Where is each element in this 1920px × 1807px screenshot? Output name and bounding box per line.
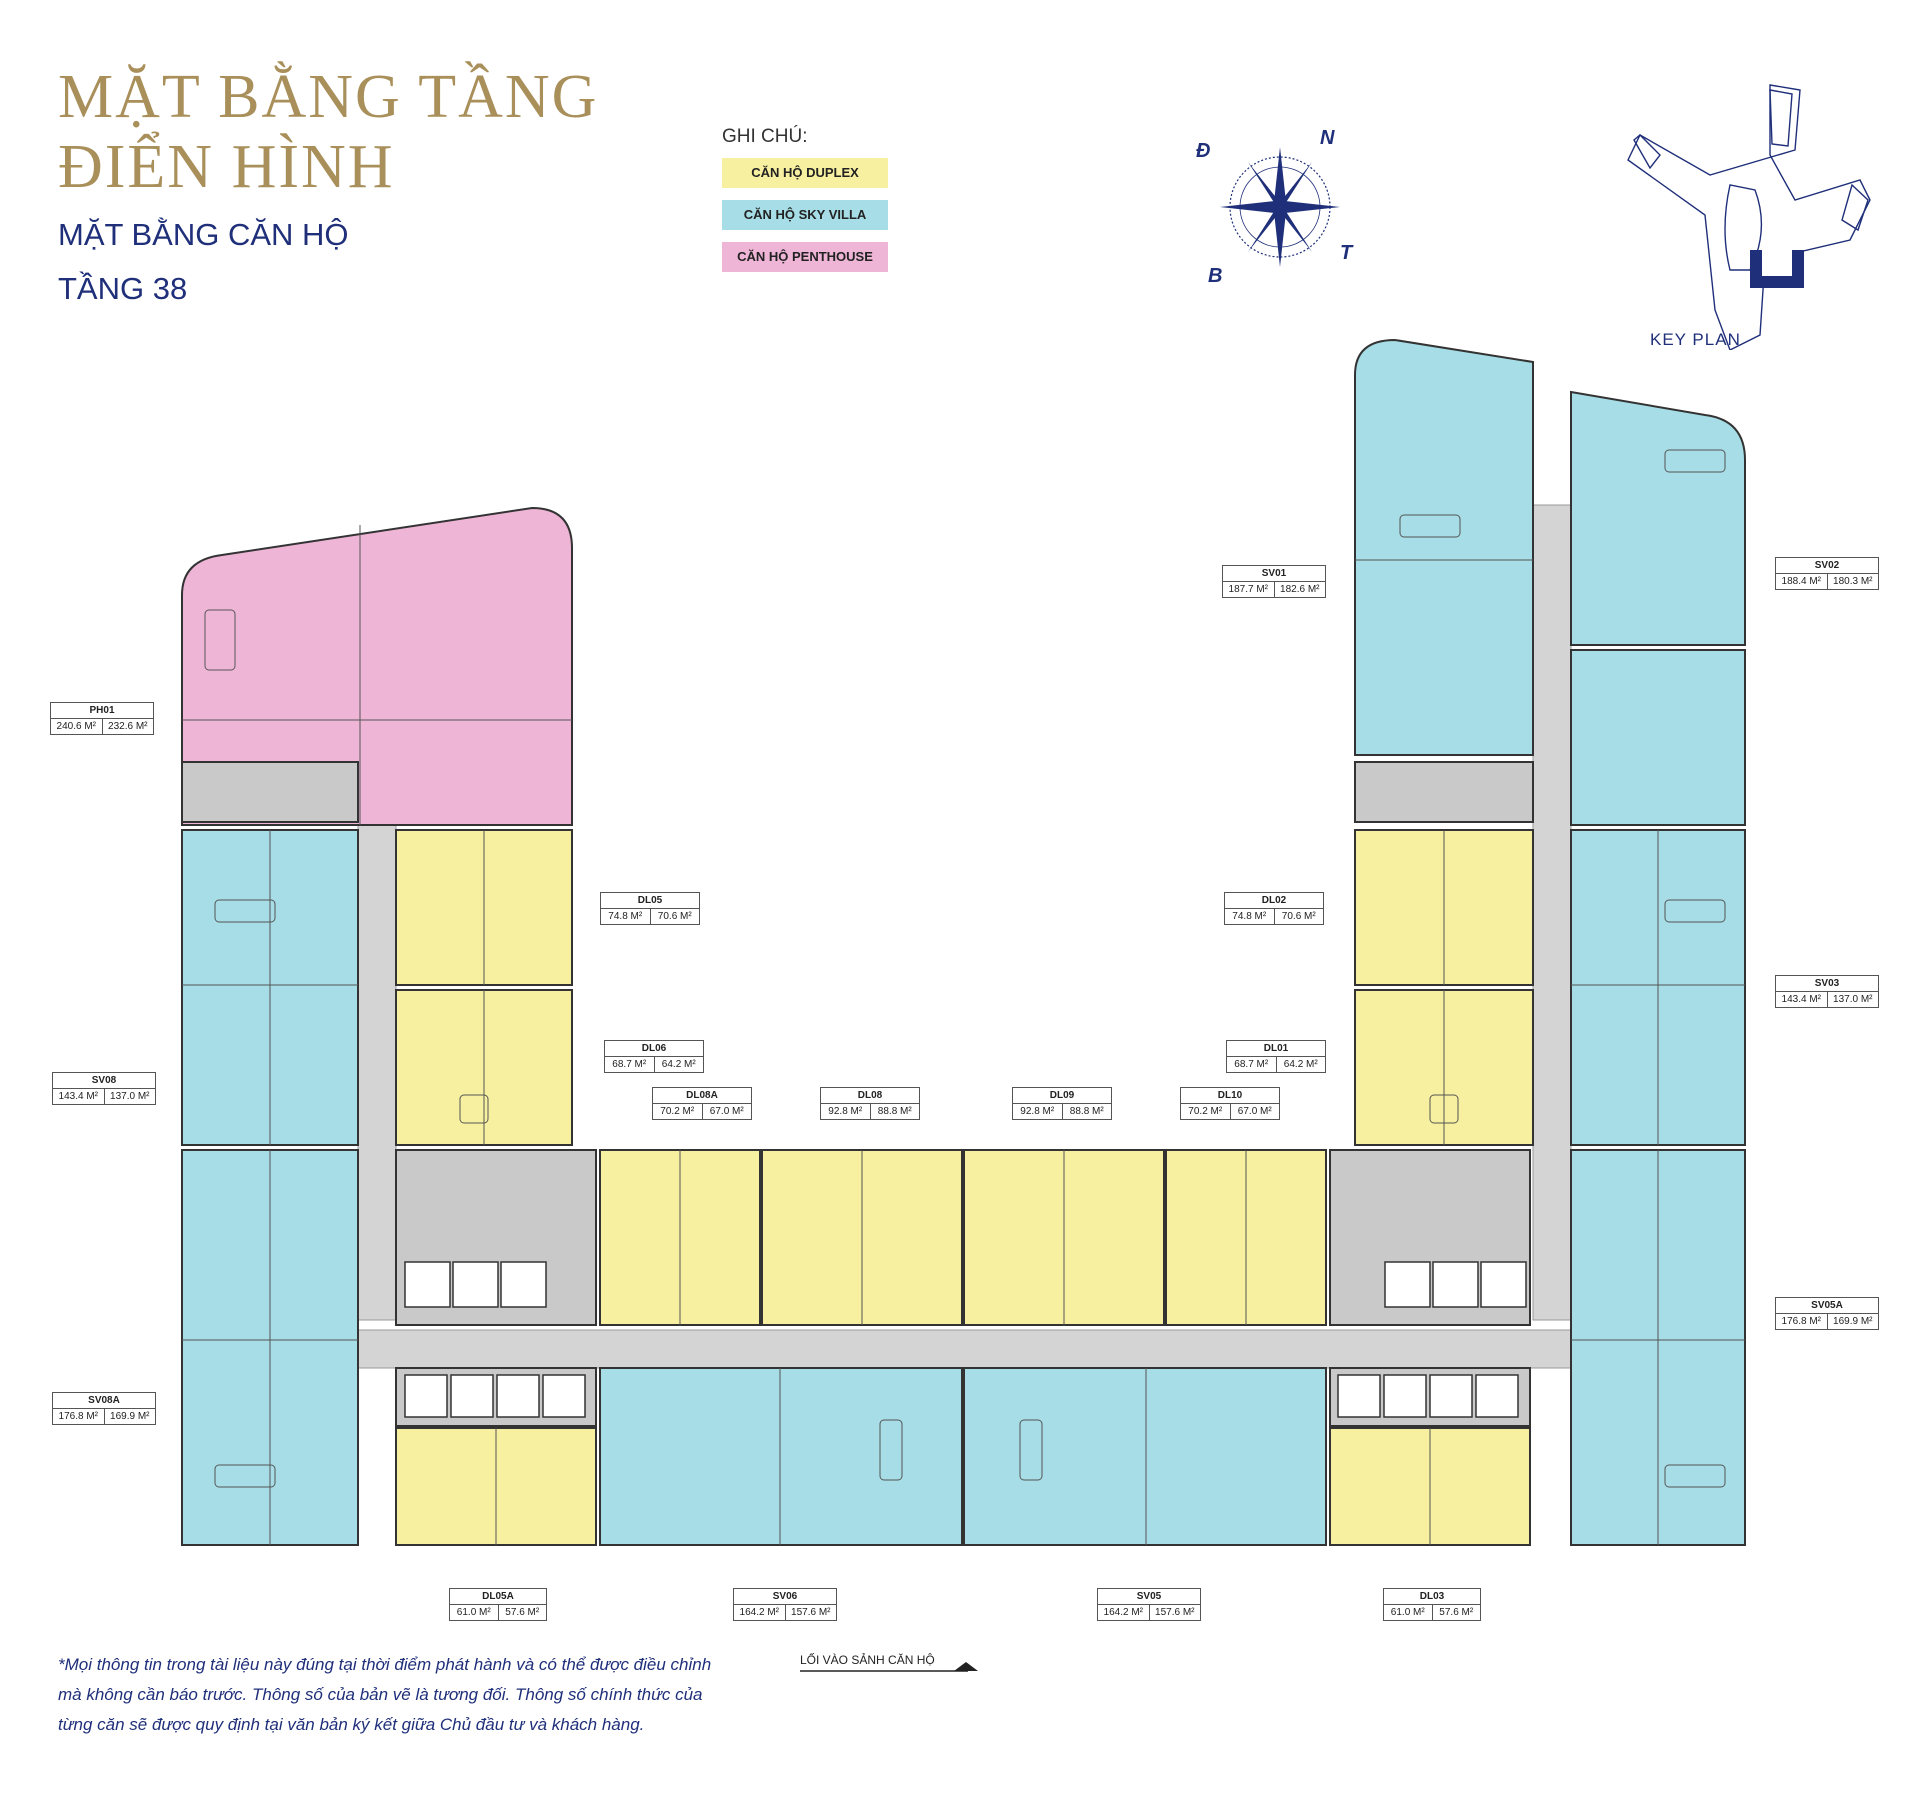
- entrance-label: LỐI VÀO SẢNH CĂN HỘ: [800, 1653, 935, 1667]
- unit-sv06[interactable]: [599, 1367, 963, 1546]
- core-right-top: [1354, 761, 1534, 823]
- legend: GHI CHÚ: CĂN HỘ DUPLEX CĂN HỘ SKY VILLA …: [722, 126, 888, 284]
- partition-lines: [182, 525, 1745, 1545]
- compass-label-t: T: [1340, 242, 1354, 264]
- page-subtitle-2: TẦNG 38: [58, 271, 188, 306]
- unit-sv01[interactable]: [1354, 338, 1534, 756]
- legend-item-penthouse: CĂN HỘ PENTHOUSE: [722, 242, 888, 272]
- unit-ph01[interactable]: [181, 506, 573, 826]
- legend-item-skyvilla: CĂN HỘ SKY VILLA: [722, 200, 888, 230]
- page-subtitle-1: MẶT BẰNG CĂN HỘ: [58, 217, 349, 252]
- page-title-line2: ĐIỂN HÌNH: [58, 133, 395, 201]
- title-block: MẶT BẰNG TẦNG ĐIỂN HÌNH MẶT BẰNG CĂN HỘ …: [58, 62, 598, 310]
- core-left-top: [181, 761, 359, 823]
- unit-sv02[interactable]: [1570, 390, 1746, 646]
- key-plan-icon: [1627, 84, 1871, 350]
- footnote: *Mọi thông tin trong tài liệu này đúng t…: [58, 1655, 712, 1734]
- elevator-bank: [404, 1261, 1527, 1418]
- compass-label-d: Đ: [1196, 140, 1210, 162]
- page-title-line1: MẶT BẰNG TẦNG: [58, 63, 599, 131]
- legend-item-duplex: CĂN HỘ DUPLEX: [722, 158, 888, 188]
- entrance-arrow-icon: [800, 1662, 978, 1672]
- compass-label-n: N: [1320, 127, 1335, 149]
- key-plan-label: KEY PLAN: [1650, 330, 1741, 349]
- legend-heading: GHI CHÚ:: [722, 126, 808, 147]
- furniture: [204, 449, 1726, 1488]
- unit-sv05[interactable]: [963, 1367, 1327, 1546]
- compass-rose-icon: N Đ B T: [1196, 127, 1354, 287]
- unit-sv02-lower[interactable]: [1570, 649, 1746, 826]
- compass-label-b: B: [1208, 265, 1222, 287]
